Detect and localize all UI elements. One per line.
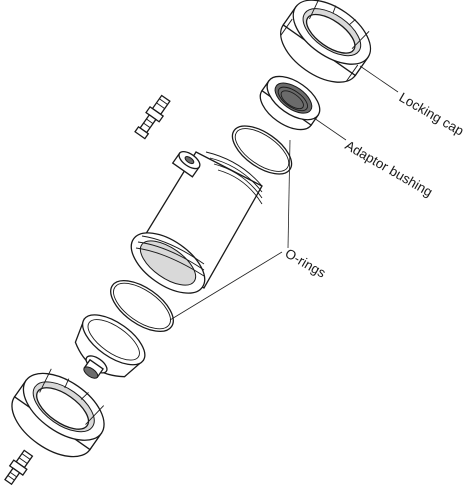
main-body (121, 148, 262, 305)
hose-fitting-bottom (2, 449, 35, 487)
leader-adaptor-bushing (314, 118, 346, 140)
label-o-rings: O-rings (283, 246, 329, 281)
leader-locking-cap (360, 66, 398, 92)
hose-fitting-top (133, 94, 172, 140)
adaptor-bushing (253, 68, 327, 138)
label-adaptor-bushing: Adaptor bushing (343, 138, 436, 200)
label-locking-cap: Locking cap (397, 90, 467, 139)
